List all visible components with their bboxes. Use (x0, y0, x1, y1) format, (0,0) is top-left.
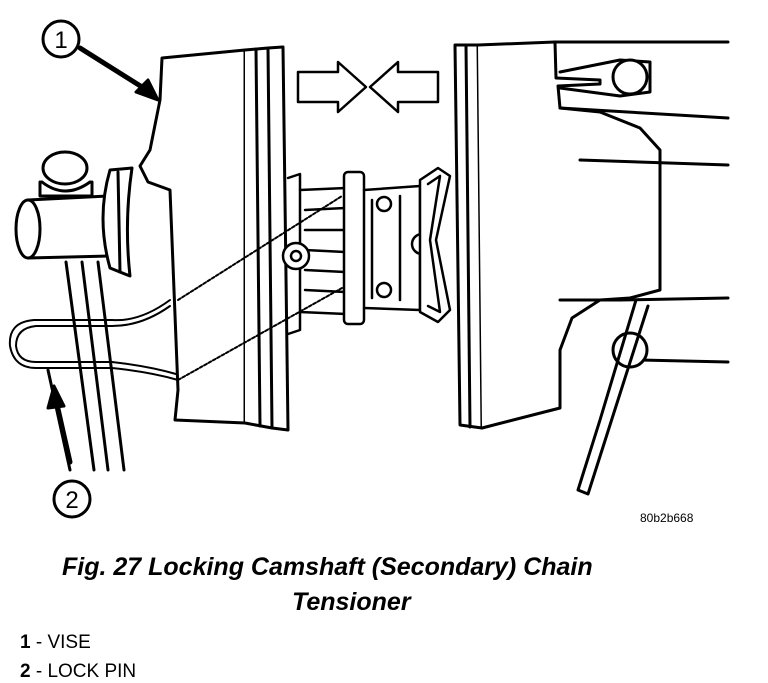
left-vise-jaw (138, 45, 290, 432)
callout-1-arrow (46, 384, 73, 465)
figure-caption-line-1: Fig. 27 Locking Camshaft (Secondary) Cha… (62, 553, 593, 581)
callout-1-arrow (77, 45, 160, 102)
legend-text: - LOCK PIN (30, 661, 137, 682)
figure-caption-line-2: Tensioner (292, 588, 411, 616)
vise-legs (46, 260, 126, 472)
lock-pin (8, 195, 343, 381)
vise-screw-shaft (14, 150, 134, 278)
legend-item: 2 - LOCK PIN (20, 661, 136, 683)
callout-1: 1 (41, 19, 81, 59)
right-vise-jaw (453, 40, 730, 496)
legend-item: 1 - VISE (20, 632, 91, 654)
clamp-direction-arrows (296, 60, 440, 114)
callout-2: 2 (52, 479, 92, 519)
tensioner-vise-illustration: 1 2 (8, 19, 730, 519)
legend-number: 2 (20, 661, 31, 682)
callout-1-label: 1 (54, 27, 67, 54)
legend-text: - VISE (30, 632, 91, 653)
callout-2-label: 2 (65, 487, 78, 514)
chain-tensioner (281, 166, 452, 336)
figure-code: 80b2b668 (640, 511, 694, 525)
legend-number: 1 (20, 632, 31, 653)
